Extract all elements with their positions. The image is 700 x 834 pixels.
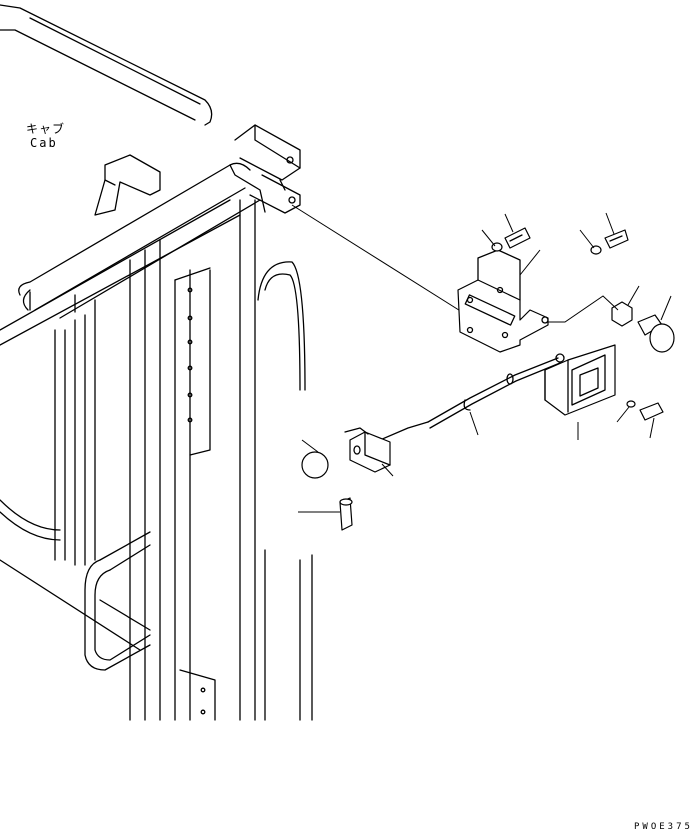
bolt-washer-set-1	[491, 227, 531, 252]
cab-label-english: Cab	[30, 136, 58, 150]
mounting-bracket	[457, 249, 549, 353]
cab-label-japanese: キャブ	[26, 122, 66, 136]
callout-leaders	[298, 212, 672, 513]
grommet	[301, 451, 329, 479]
nut	[611, 301, 633, 327]
bolt-washer-set-2	[590, 229, 629, 255]
cab-frame	[0, 4, 313, 721]
figure-code: PWOE375	[634, 822, 693, 832]
sensor-block	[344, 427, 391, 473]
bolt-washer-set-3	[626, 400, 664, 421]
knob	[637, 314, 675, 353]
switch-housing	[544, 344, 616, 416]
leader-line-cab	[291, 204, 463, 313]
cable	[379, 357, 561, 441]
screw	[339, 497, 353, 531]
